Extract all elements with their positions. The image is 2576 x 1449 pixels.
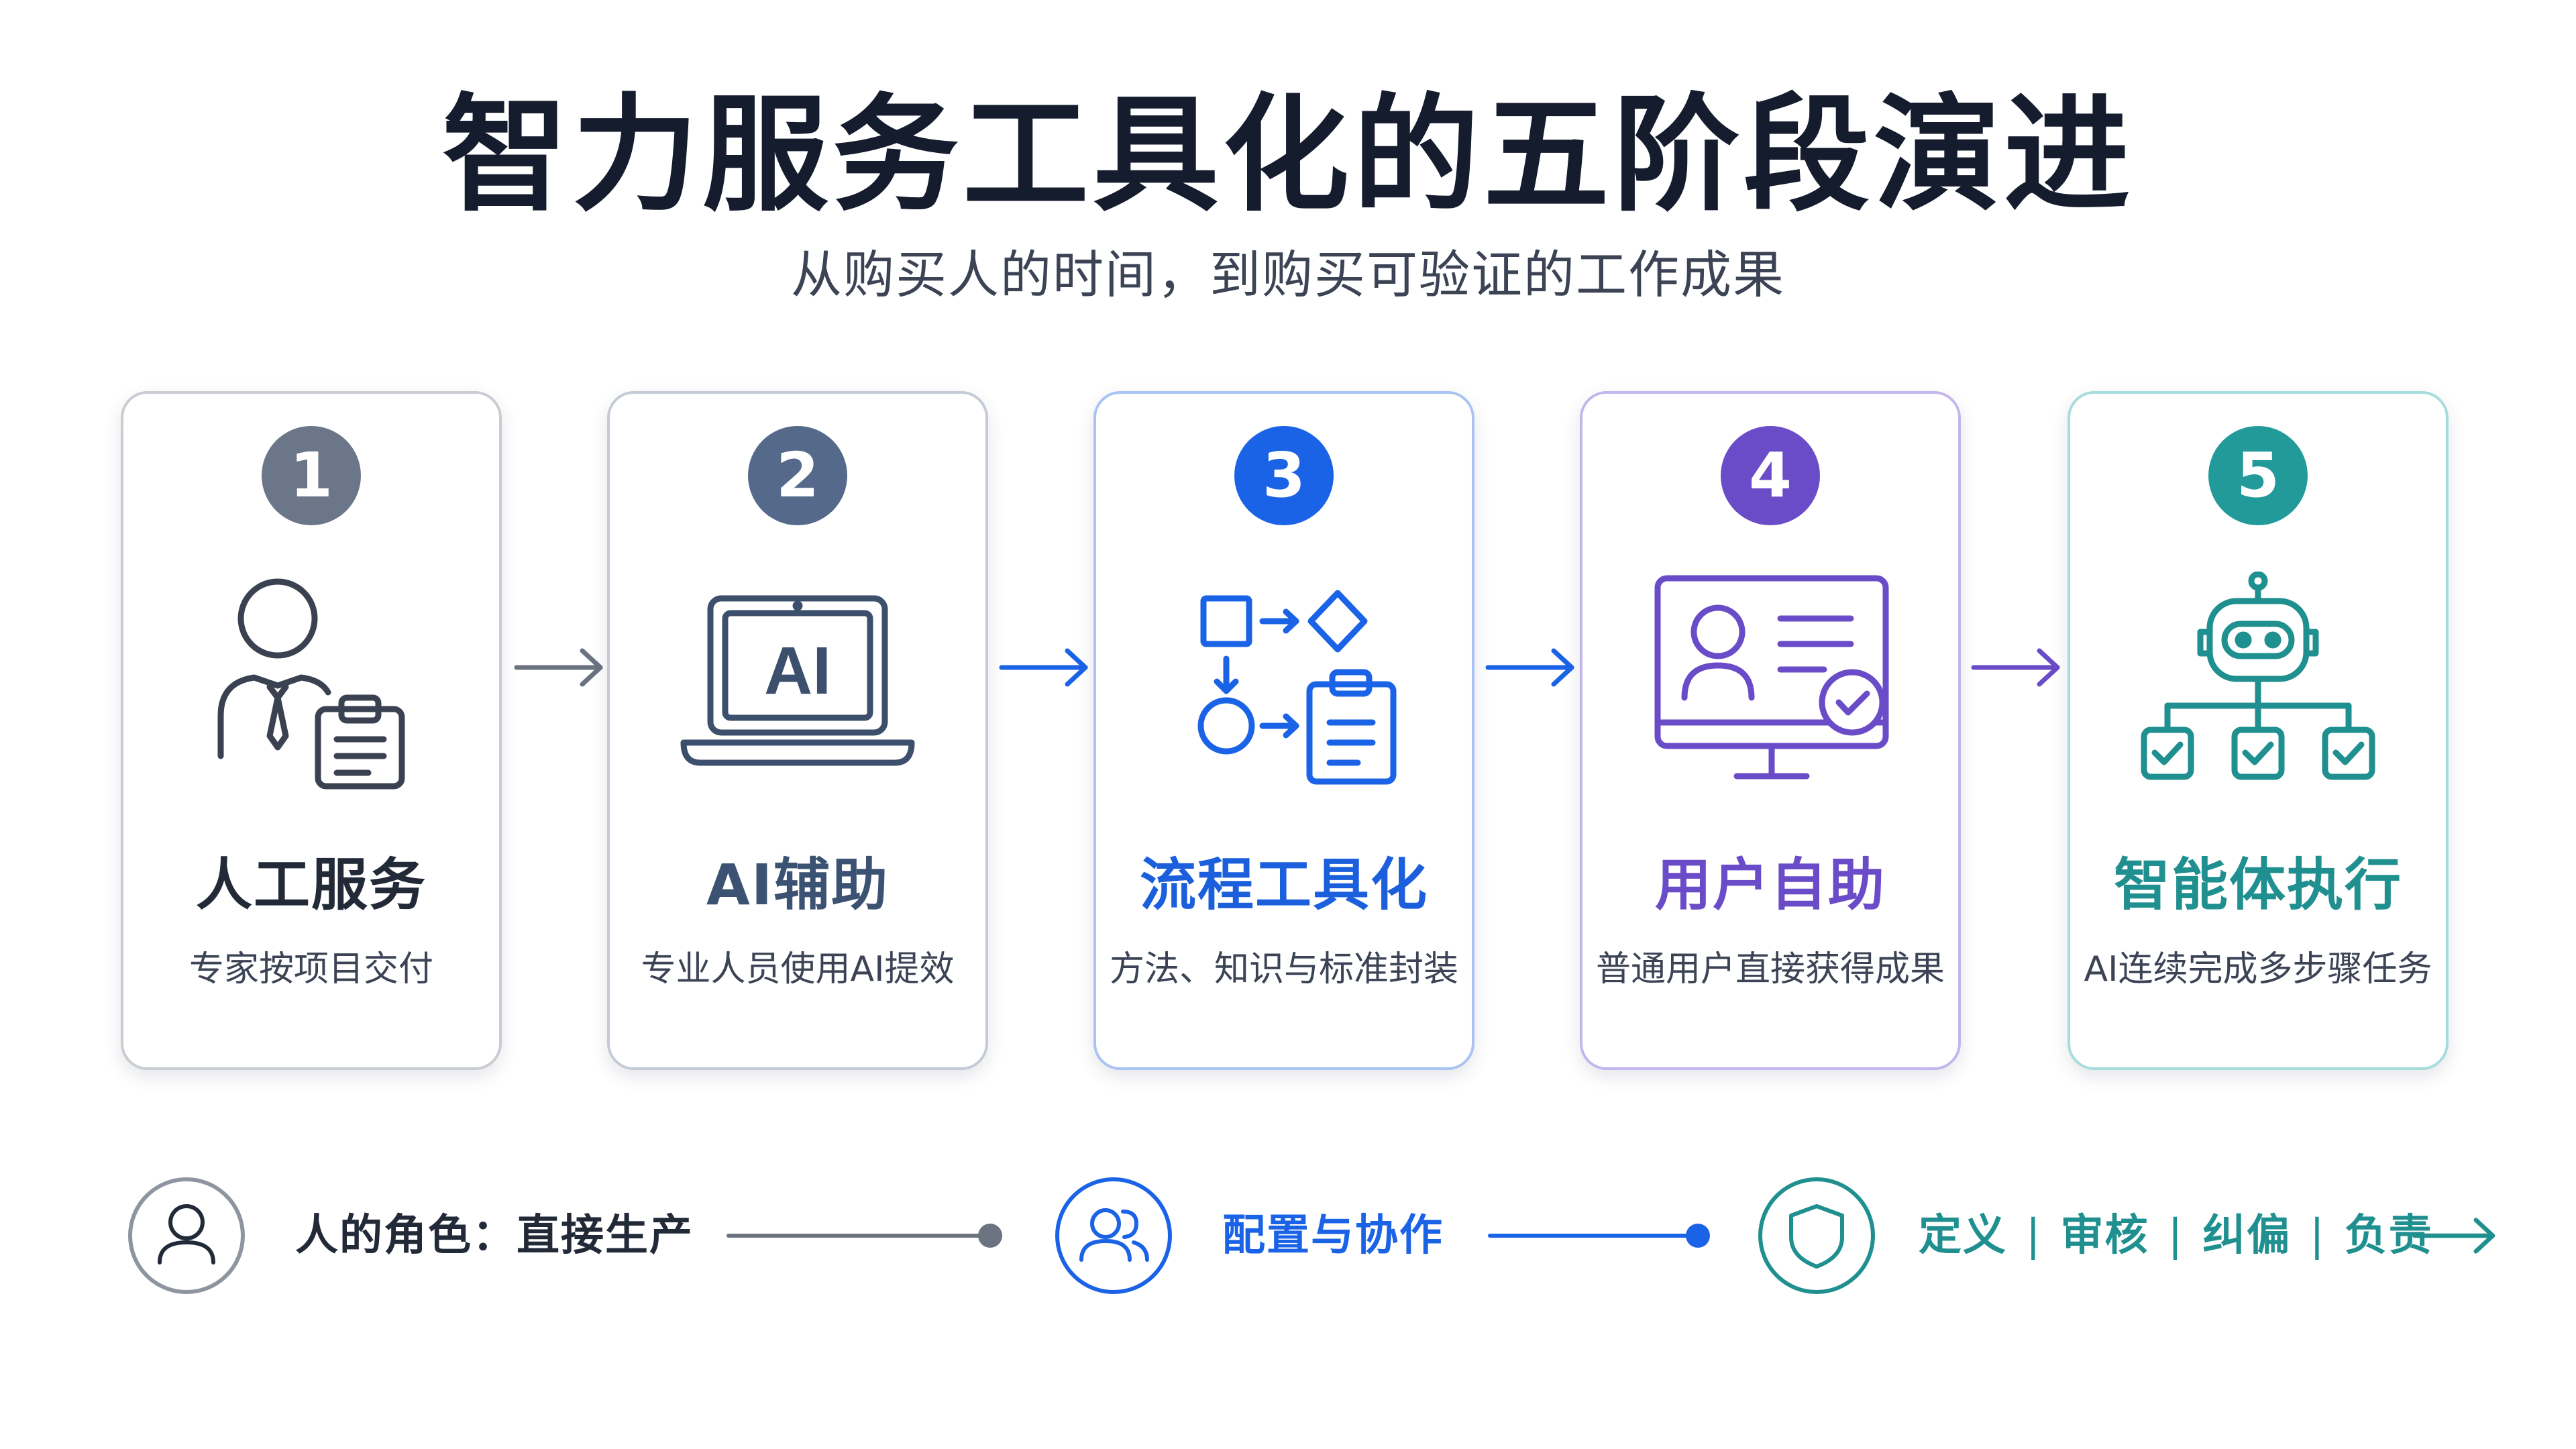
flow-arrow-3	[1481, 644, 1582, 691]
stage-title: AI辅助	[706, 852, 890, 918]
stage-card-3: 3 流程工具化 方法、知识与标准封装	[1093, 391, 1474, 1070]
role-label-configure: 配置与协作	[1222, 1211, 1444, 1260]
page-subtitle: 从购买人的时间，到购买可验证的工作成果	[791, 245, 1785, 305]
role-end-arrow	[2408, 1212, 2502, 1259]
stage-card-2: 2 AI AI辅助 专业人员使用AI提效	[607, 391, 988, 1070]
stage-description: AI连续完成多步骤任务	[2084, 949, 2432, 989]
stage-title: 人工服务	[195, 852, 427, 918]
workflow-icon	[1157, 572, 1411, 793]
stage-card-5: 5 智能体执行 AI连续完成多步骤任务	[2068, 391, 2449, 1070]
flow-arrow-4	[1967, 644, 2068, 691]
stage-number-badge: 4	[1721, 426, 1820, 525]
stage-description: 专业人员使用AI提效	[641, 949, 955, 989]
agent-robot-icon	[2131, 572, 2385, 793]
role-part-review: 审核	[2060, 1211, 2149, 1260]
ai-laptop-icon: AI	[670, 572, 925, 793]
page-title: 智力服务工具化的五阶段演进	[442, 82, 2134, 229]
person-clipboard-icon	[184, 572, 439, 793]
role-label-define: 定义|审核|纠偏|负责	[1919, 1208, 2433, 1264]
person-icon	[126, 1175, 247, 1296]
role-connector-2	[1486, 1221, 1714, 1250]
stage-title: 智能体执行	[2113, 852, 2402, 918]
stage-description: 方法、知识与标准封装	[1109, 949, 1458, 989]
stage-title: 流程工具化	[1139, 852, 1428, 918]
svg-text:AI: AI	[764, 633, 831, 708]
stage-number-badge: 3	[1234, 426, 1334, 525]
role-separator: |	[2167, 1211, 2184, 1260]
stage-number-badge: 5	[2208, 426, 2308, 525]
role-part-define: 定义	[1919, 1211, 2007, 1260]
stage-description: 普通用户直接获得成果	[1595, 949, 1945, 989]
stage-card-4: 4 用户自助 普通用户直接获得成果	[1580, 391, 1961, 1070]
shield-icon	[1756, 1175, 1877, 1296]
role-separator: |	[2026, 1211, 2042, 1260]
role-part-correct: 纠偏	[2202, 1211, 2292, 1260]
stage-card-1: 1 人工服务 专家按项目交付	[121, 391, 502, 1070]
role-label-produce: 人的角色：直接生产	[295, 1211, 694, 1260]
stage-title: 用户自助	[1654, 852, 1886, 918]
self-service-monitor-icon	[1643, 572, 1898, 793]
role-separator: |	[2310, 1211, 2326, 1260]
team-icon	[1053, 1175, 1174, 1296]
stage-number-badge: 2	[748, 426, 847, 525]
flow-arrow-1	[510, 644, 610, 691]
role-connector-1	[724, 1221, 1006, 1250]
stage-number-badge: 1	[262, 426, 361, 525]
stage-description: 专家按项目交付	[189, 949, 433, 989]
flow-arrow-2	[995, 644, 1095, 691]
